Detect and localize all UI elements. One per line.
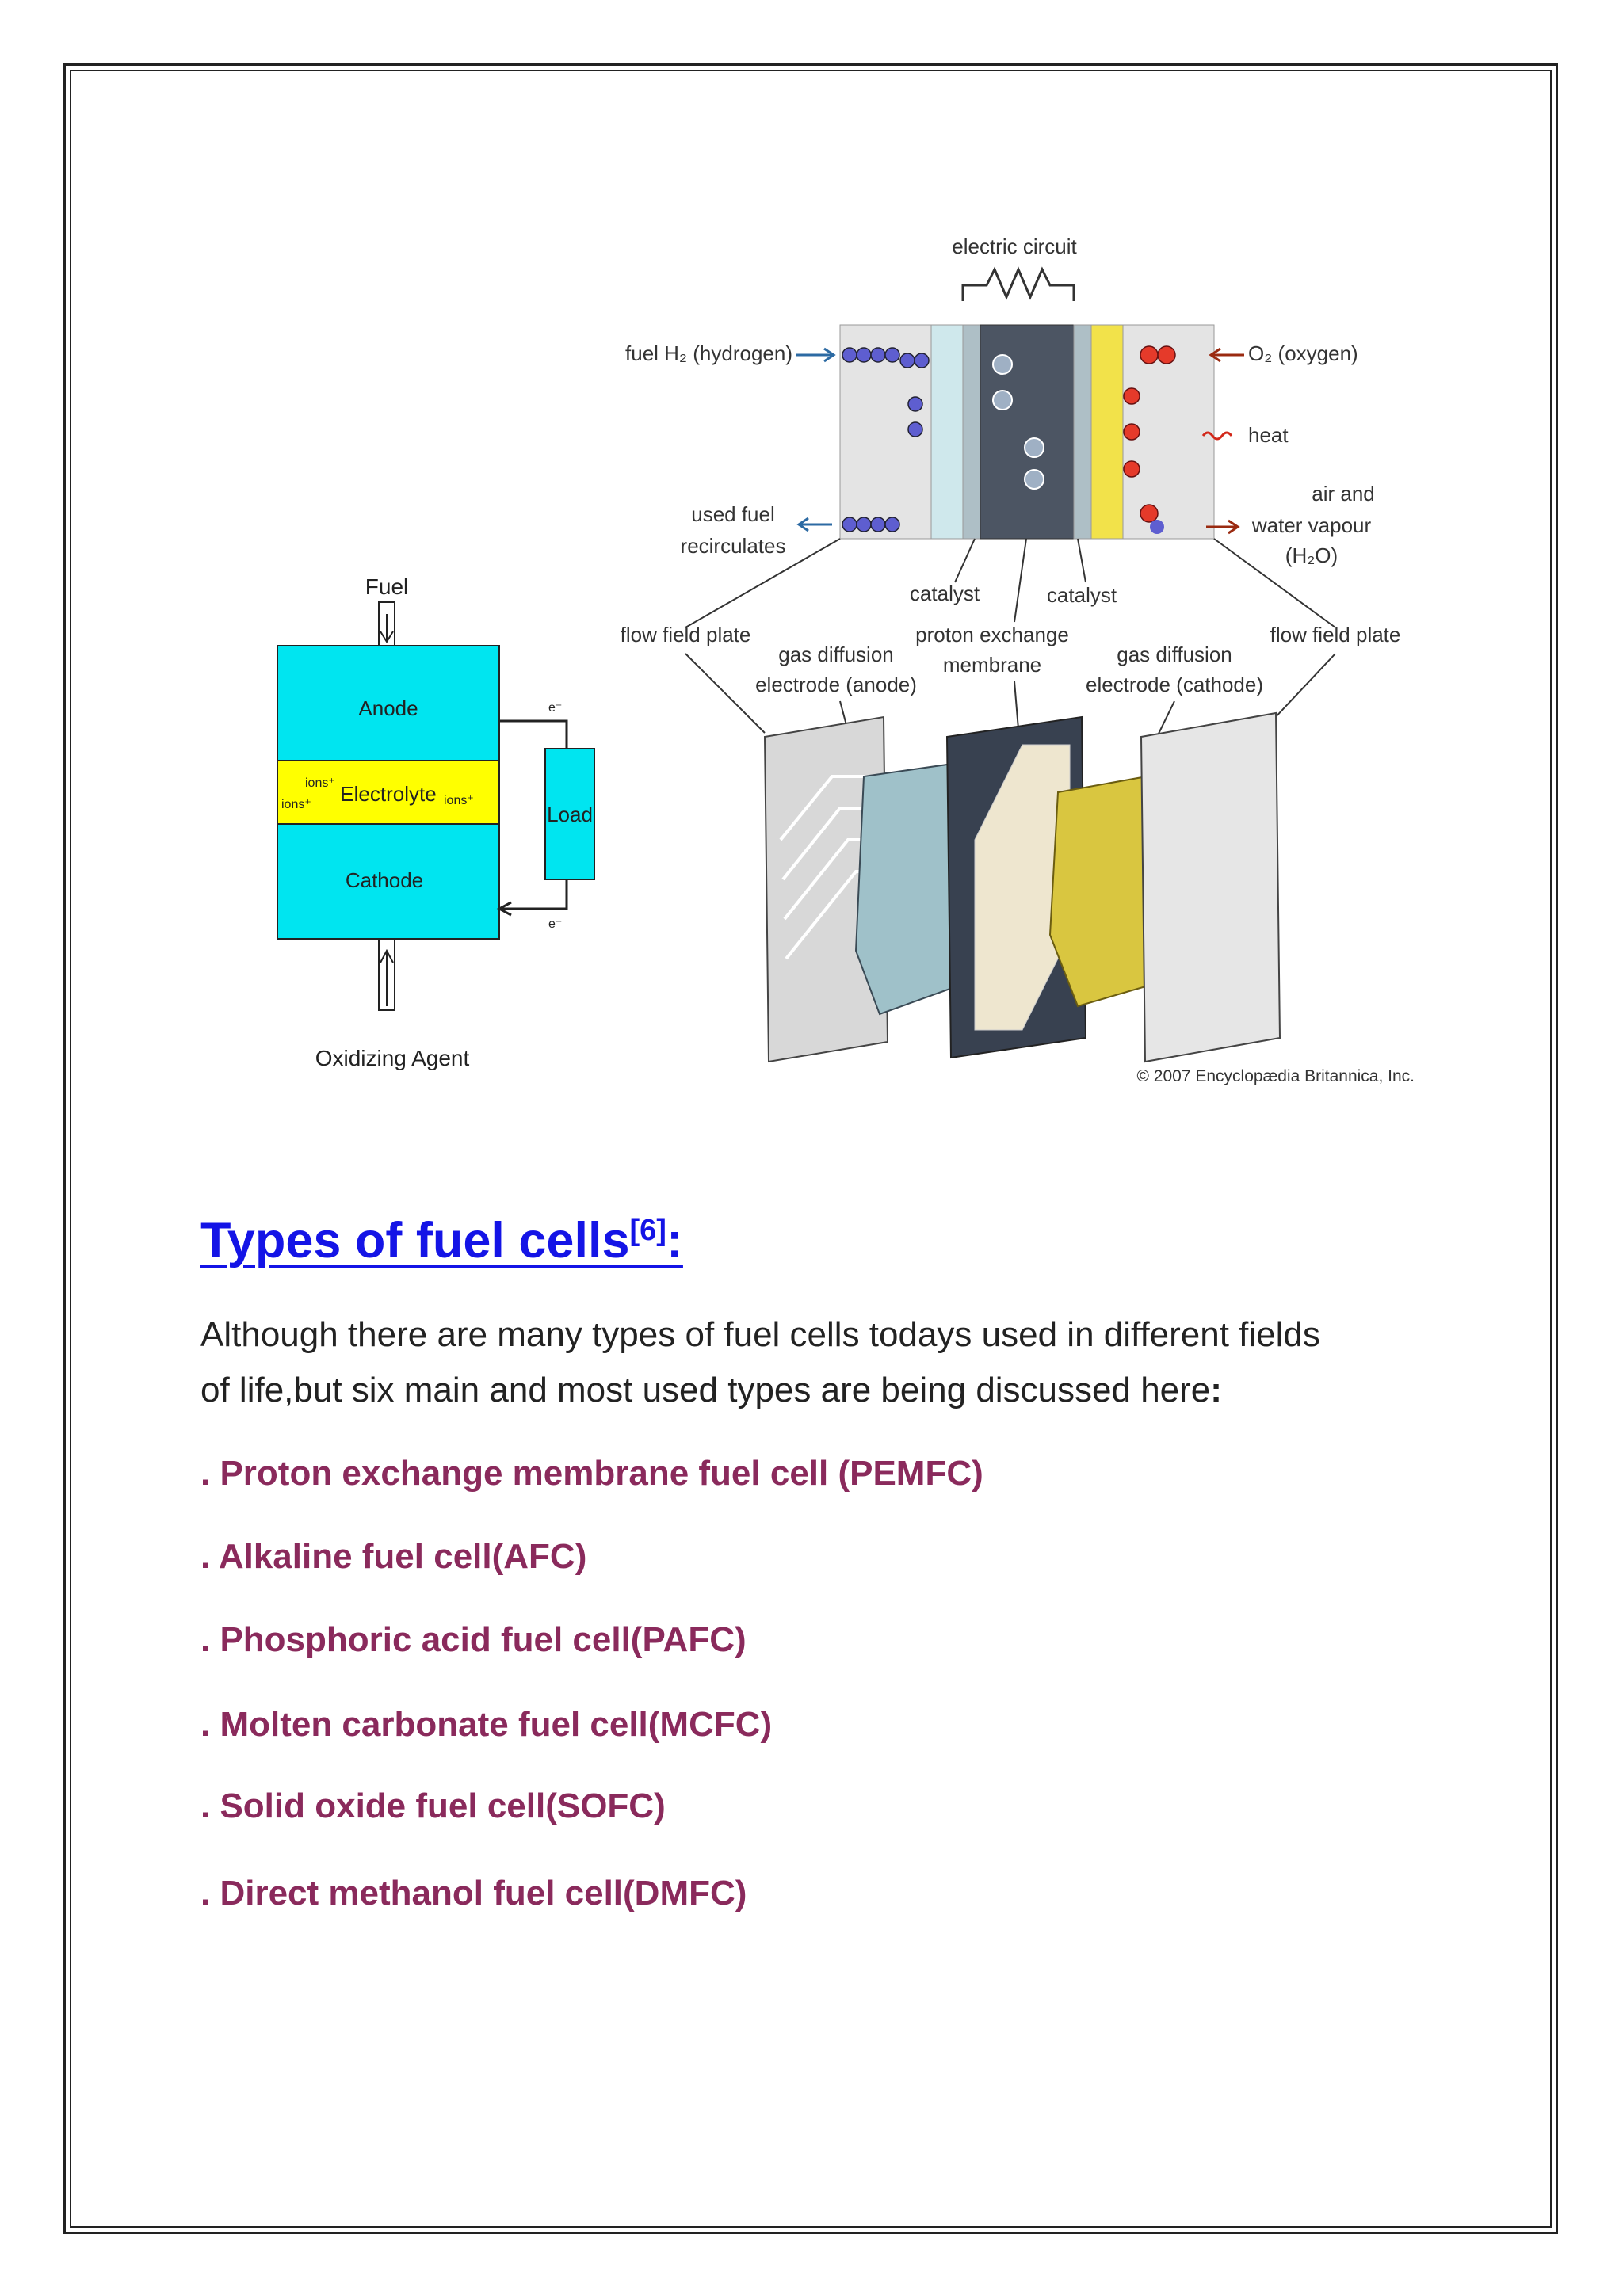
ions-label-left: ions⁺ [281,798,311,811]
membrane-label: membrane [943,653,1041,677]
resistor-icon [961,266,1075,301]
intro-colon: : [1210,1371,1222,1409]
catalyst-cathode-label: catalyst [1047,583,1117,607]
list-item: . Molten carbonate fuel cell(MCFC) [200,1705,773,1744]
electrode-anode-label: electrode (anode) [755,673,917,696]
oxidizing-agent-label: Oxidizing Agent [315,1046,470,1070]
ions-label-right: ions⁺ [444,794,474,807]
electric-circuit-label: electric circuit [952,235,1077,258]
list-item: . Solid oxide fuel cell(SOFC) [200,1787,666,1825]
proton-exchange-label: proton exchange [915,623,1069,646]
cathode-block [277,823,500,940]
gas-diffusion-cathode-label: gas diffusion [1117,643,1232,666]
fuel-h2-label: fuel H₂ (hydrogen) [625,341,792,365]
flow-field-plate-right-label: flow field plate [1270,623,1401,646]
load-label: Load [547,803,593,826]
fuel-label: Fuel [365,574,408,599]
list-item: . Proton exchange membrane fuel cell (PE… [200,1454,983,1493]
heading-reference[interactable]: [6] [629,1214,666,1247]
electrode-cathode-label: electrode (cathode) [1086,673,1263,696]
membrane-block [980,324,1075,540]
anode-label: Anode [358,696,418,720]
cathode-label: Cathode [346,868,423,892]
list-item: . Alkaline fuel cell(AFC) [200,1537,587,1576]
electrolyte-block [277,760,500,825]
h2o-label: (H₂O) [1285,543,1338,567]
intro-line-1: Although there are many types of fuel ce… [200,1315,1320,1354]
electron-label-top: e⁻ [548,701,562,715]
heading-text: Types of fuel cells [200,1213,630,1268]
heat-label: heat [1248,423,1289,447]
load-box [544,748,595,880]
flow-field-plate-right [1140,711,1281,1063]
electrolyte-label: Electrolyte [340,782,436,806]
gas-diffusion-anode-label: gas diffusion [778,643,894,666]
pem-fuel-cell-diagram: electric circuit fuel H₂ (hydrogen) O₂ (… [621,235,1415,1085]
copyright-label: © 2007 Encyclopædia Britannica, Inc. [1137,1067,1415,1085]
page-border-inner [70,70,1552,2228]
types-heading[interactable]: Types of fuel cells[6]: [200,1212,683,1269]
fuel-cell-block-diagram: Fuel Anode ions⁺ ions⁺ Electrolyte ions⁺… [277,574,595,1070]
page-border-outer [63,63,1558,2234]
flow-field-plate-left-label: flow field plate [621,623,751,646]
ions-label-top: ions⁺ [305,776,335,790]
water-vapour-label: water vapour [1251,513,1372,537]
heat-icon [1201,431,1233,441]
recirculates-label: recirculates [681,534,786,558]
intro-paragraph: Although there are many types of fuel ce… [200,1307,1468,1418]
catalyst-anode-label: catalyst [910,582,980,605]
flow-field-plate-left [763,715,889,1063]
list-item: . Direct methanol fuel cell(DMFC) [200,1874,747,1913]
air-and-label: air and [1312,482,1375,505]
heading-colon: : [666,1213,683,1268]
electron-label-bottom: e⁻ [548,917,562,931]
list-item: . Phosphoric acid fuel cell(PAFC) [200,1620,747,1659]
o2-label: O₂ (oxygen) [1248,341,1358,365]
anode-block [277,645,500,761]
intro-line-2: of life,but six main and most used types… [200,1371,1211,1409]
used-fuel-label: used fuel [691,502,775,526]
